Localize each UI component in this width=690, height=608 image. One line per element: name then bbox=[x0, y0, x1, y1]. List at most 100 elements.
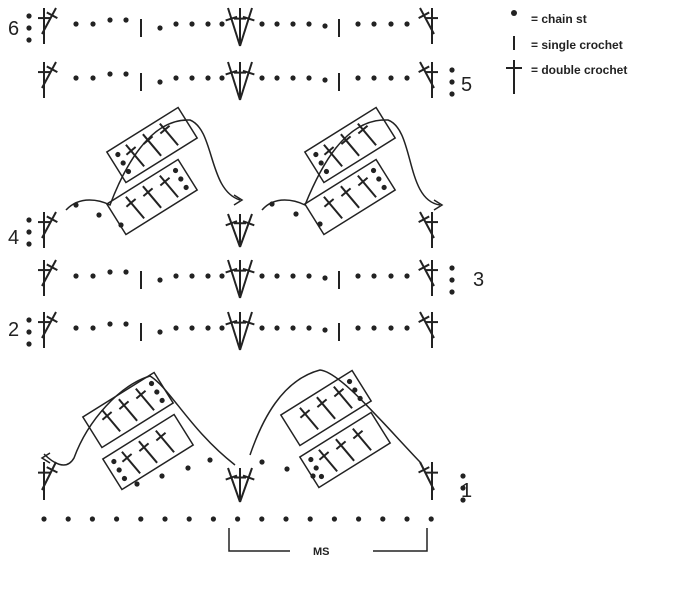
double-crochet bbox=[318, 449, 338, 473]
double-crochet bbox=[335, 438, 355, 462]
chain-stitch bbox=[26, 25, 32, 31]
stitch-row bbox=[26, 311, 438, 351]
chain-stitch bbox=[313, 151, 319, 158]
chain-stitch bbox=[157, 25, 163, 31]
dc-fan bbox=[225, 311, 255, 351]
chain-stitch bbox=[293, 211, 299, 217]
double-crochet bbox=[357, 122, 377, 146]
chain-stitch bbox=[205, 325, 211, 331]
double-crochet bbox=[38, 8, 50, 44]
chain-stitch bbox=[371, 273, 377, 279]
chain-stitch bbox=[371, 75, 377, 81]
chain-stitch bbox=[306, 21, 312, 27]
chain-stitch bbox=[159, 397, 165, 404]
double-crochet bbox=[299, 407, 319, 431]
chain-stitch bbox=[123, 71, 129, 77]
chain-stitch bbox=[274, 21, 280, 27]
chain-stitch bbox=[219, 273, 225, 279]
chain-stitch bbox=[388, 273, 394, 279]
chain-stitch bbox=[154, 389, 160, 395]
chain-stitch bbox=[114, 516, 120, 522]
chain-stitch bbox=[290, 75, 296, 81]
chain-stitch bbox=[183, 184, 189, 191]
chain-stitch bbox=[138, 516, 144, 522]
chain-stitch bbox=[26, 37, 32, 43]
legend: = chain st = single crochet = double cro… bbox=[506, 10, 627, 94]
chain-stitch bbox=[120, 160, 126, 166]
double-crochet bbox=[225, 467, 241, 503]
double-crochet bbox=[225, 311, 241, 351]
edge-stitch bbox=[418, 259, 438, 296]
chain-stitch bbox=[173, 21, 179, 27]
chain-stitch bbox=[449, 277, 455, 283]
chain-stitch bbox=[134, 481, 140, 487]
chain-stitch bbox=[460, 473, 466, 479]
travel-line bbox=[65, 119, 241, 211]
chain-stitch bbox=[189, 21, 195, 27]
chain-stitch bbox=[308, 456, 314, 463]
chain-stitch bbox=[460, 485, 466, 491]
ms-label: MS bbox=[313, 546, 330, 558]
chain-stitch bbox=[205, 273, 211, 279]
dc-fan bbox=[225, 7, 255, 47]
double-crochet bbox=[239, 7, 255, 47]
chain-stitch bbox=[73, 325, 79, 331]
chain-stitch bbox=[371, 21, 377, 27]
double-crochet bbox=[159, 174, 179, 198]
row-number-2: 2 bbox=[8, 319, 19, 341]
double-crochet bbox=[125, 196, 145, 220]
chain-stitch bbox=[376, 176, 382, 182]
double-crochet bbox=[234, 8, 246, 46]
shell-block bbox=[303, 158, 397, 236]
chain-stitch bbox=[259, 516, 265, 522]
stitch-row bbox=[26, 201, 438, 248]
double-crochet bbox=[340, 185, 360, 209]
chain-stitch bbox=[346, 378, 353, 385]
chain-stitch bbox=[355, 273, 361, 279]
chain-stitch bbox=[290, 21, 296, 27]
double-crochet bbox=[426, 312, 438, 348]
chain-stitch bbox=[449, 91, 455, 97]
double-crochet bbox=[142, 185, 162, 209]
chain-stitch bbox=[290, 273, 296, 279]
chain-stitch bbox=[449, 67, 455, 73]
double-crochet bbox=[38, 462, 50, 500]
chain-stitch bbox=[284, 466, 290, 472]
chain-stitch bbox=[73, 273, 79, 279]
double-crochet bbox=[418, 61, 435, 89]
chain-stitch bbox=[189, 273, 195, 279]
double-crochet bbox=[41, 211, 58, 239]
chain-stitch bbox=[235, 516, 241, 522]
chain-stitch bbox=[90, 21, 96, 27]
chain-stitch bbox=[26, 329, 32, 335]
chain-stitch bbox=[404, 325, 410, 331]
edge-stitch bbox=[38, 311, 58, 348]
double-crochet bbox=[225, 7, 241, 47]
chain-stitch bbox=[205, 75, 211, 81]
double-crochet bbox=[239, 61, 255, 101]
chain-stitch bbox=[274, 75, 280, 81]
double-crochet bbox=[138, 440, 158, 464]
stitch-row bbox=[26, 7, 438, 47]
chain-stitch bbox=[125, 168, 132, 175]
chain-stitch bbox=[186, 516, 192, 522]
travel-line bbox=[43, 375, 236, 466]
chain-stitch bbox=[318, 473, 325, 480]
chain-stitch bbox=[449, 265, 455, 271]
double-crochet bbox=[234, 214, 246, 247]
dc-fan bbox=[225, 467, 255, 503]
double-crochet bbox=[225, 213, 241, 248]
chain-stitch bbox=[388, 21, 394, 27]
chain-stitch bbox=[323, 168, 330, 175]
double-crochet bbox=[426, 62, 438, 98]
legend-single-label: = single crochet bbox=[531, 38, 623, 52]
chain-stitch bbox=[207, 457, 213, 463]
chain-stitch bbox=[274, 273, 280, 279]
chain-stitch bbox=[404, 273, 410, 279]
row-number-3: 3 bbox=[473, 269, 484, 291]
chain-stitch bbox=[107, 269, 113, 275]
chain-stitch bbox=[428, 516, 434, 522]
chain-stitch bbox=[259, 75, 265, 81]
chain-stitch bbox=[355, 21, 361, 27]
chain-stitch bbox=[381, 184, 387, 191]
